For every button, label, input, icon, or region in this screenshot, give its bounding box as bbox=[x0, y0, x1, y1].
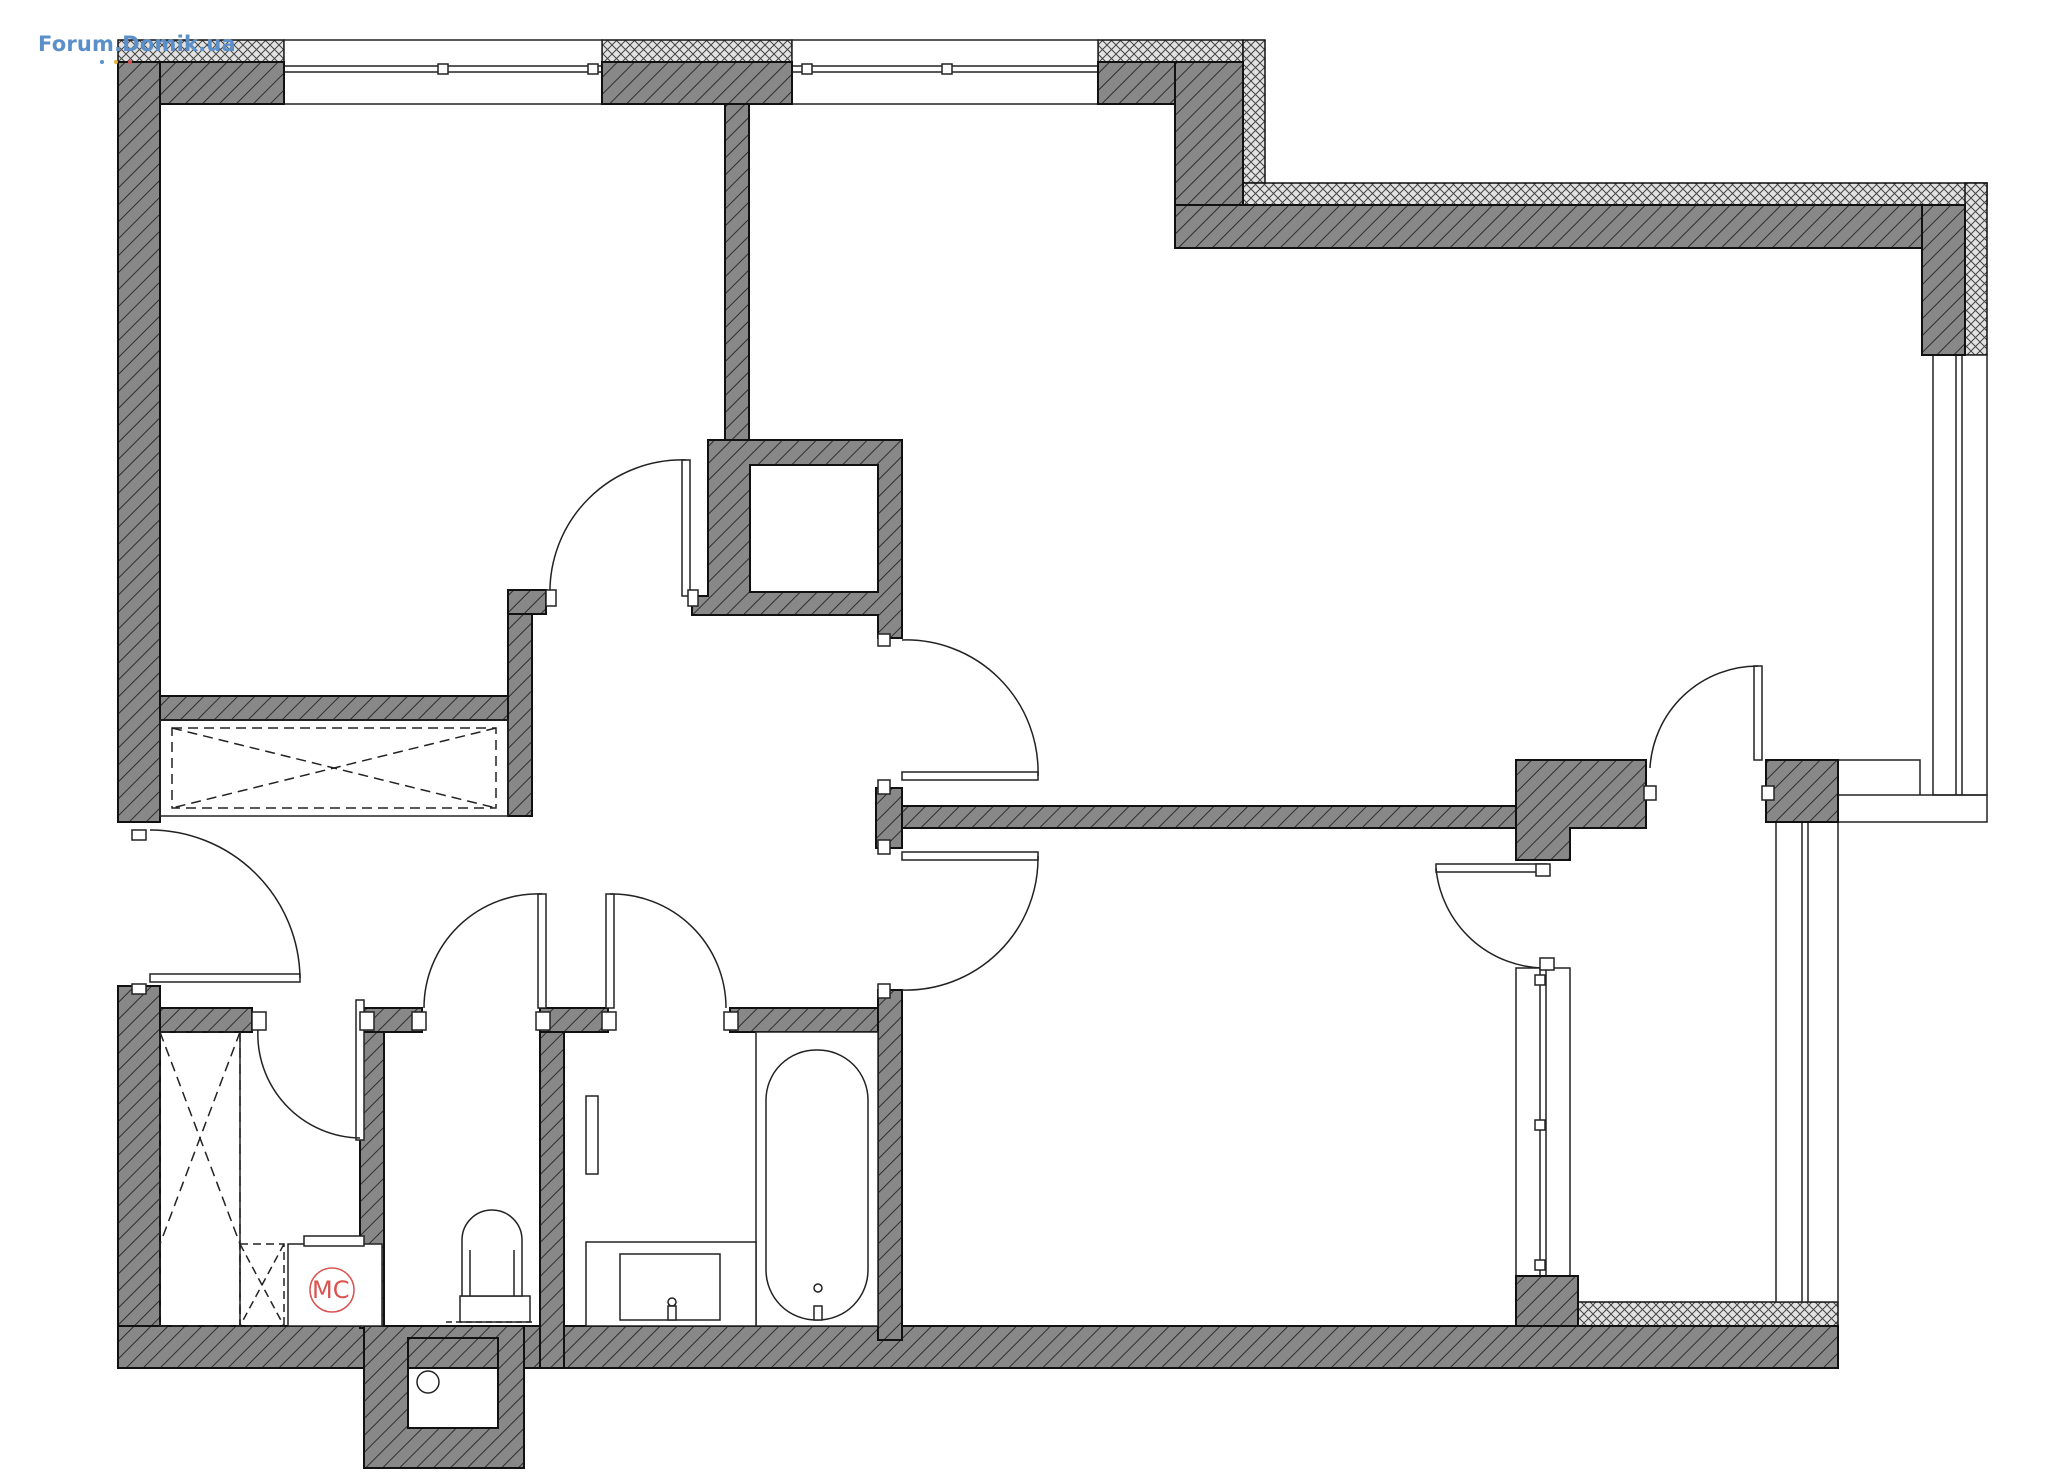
door-living bbox=[877, 633, 1039, 795]
wall-divider bbox=[875, 805, 1517, 829]
wardrobe-bedroom bbox=[159, 719, 509, 817]
door-bedroom bbox=[545, 459, 699, 607]
wall-riser-box bbox=[363, 1325, 525, 1469]
wall-divider-column bbox=[1515, 759, 1647, 861]
window-top-center bbox=[791, 39, 1099, 105]
wall-wc-right bbox=[539, 1007, 565, 1369]
wall-shaft bbox=[691, 439, 903, 639]
window-balcony-door bbox=[1515, 967, 1571, 1277]
wall-bottom-right-pier bbox=[1515, 1275, 1579, 1327]
wardrobe-utility bbox=[159, 1031, 285, 1327]
window-top-left bbox=[283, 39, 603, 105]
door-entrance bbox=[131, 829, 301, 995]
bathtub bbox=[755, 1031, 879, 1327]
door-balcony bbox=[1643, 665, 1775, 801]
wall-top-right bbox=[1174, 204, 1966, 249]
washing-machine: MC bbox=[287, 1235, 383, 1327]
water-heater bbox=[416, 1370, 440, 1394]
wall-bedroom-center bbox=[724, 103, 750, 441]
wall-bedroom-stub bbox=[507, 589, 547, 615]
balcony-glazing-right bbox=[1775, 821, 1839, 1303]
balcony-outline bbox=[1838, 759, 1988, 823]
washbasin bbox=[585, 1241, 757, 1327]
door-utility bbox=[251, 999, 375, 1141]
toilet bbox=[446, 1209, 534, 1323]
door-bath bbox=[601, 893, 739, 1031]
door-wc bbox=[411, 893, 551, 1031]
wall-left-upper bbox=[117, 61, 161, 823]
wall-top-mid-pier bbox=[601, 61, 793, 105]
watermark-dot-2 bbox=[114, 60, 118, 64]
plumbing-fixtures: MC bbox=[287, 1031, 879, 1394]
towel-rail bbox=[585, 1095, 599, 1175]
wall-left-lower bbox=[117, 985, 161, 1369]
window-right-upper bbox=[1932, 354, 1988, 796]
wall-bath-right bbox=[877, 989, 903, 1341]
wall-utility-top bbox=[159, 1007, 253, 1033]
wall-wc-right-cap bbox=[539, 1007, 609, 1033]
door-bedroom-2-balcony bbox=[1435, 863, 1555, 971]
doors bbox=[131, 459, 1775, 1141]
watermark-dot-1 bbox=[100, 60, 104, 64]
wall-column-right bbox=[1765, 759, 1839, 823]
watermark-dots bbox=[100, 60, 142, 64]
door-bedroom-2 bbox=[877, 839, 1039, 999]
wall-bedroom-bottom bbox=[159, 695, 531, 721]
wall-bath-cap bbox=[729, 1007, 903, 1033]
wall-divider-end-left bbox=[875, 787, 903, 849]
wall-bedroom-return bbox=[507, 589, 533, 817]
washing-machine-label: MC bbox=[312, 1276, 349, 1304]
wall-right-upper bbox=[1921, 204, 1966, 356]
site-watermark: Forum.Domik.ua bbox=[38, 32, 236, 56]
walls bbox=[117, 61, 1966, 1469]
watermark-dot-3 bbox=[128, 60, 132, 64]
